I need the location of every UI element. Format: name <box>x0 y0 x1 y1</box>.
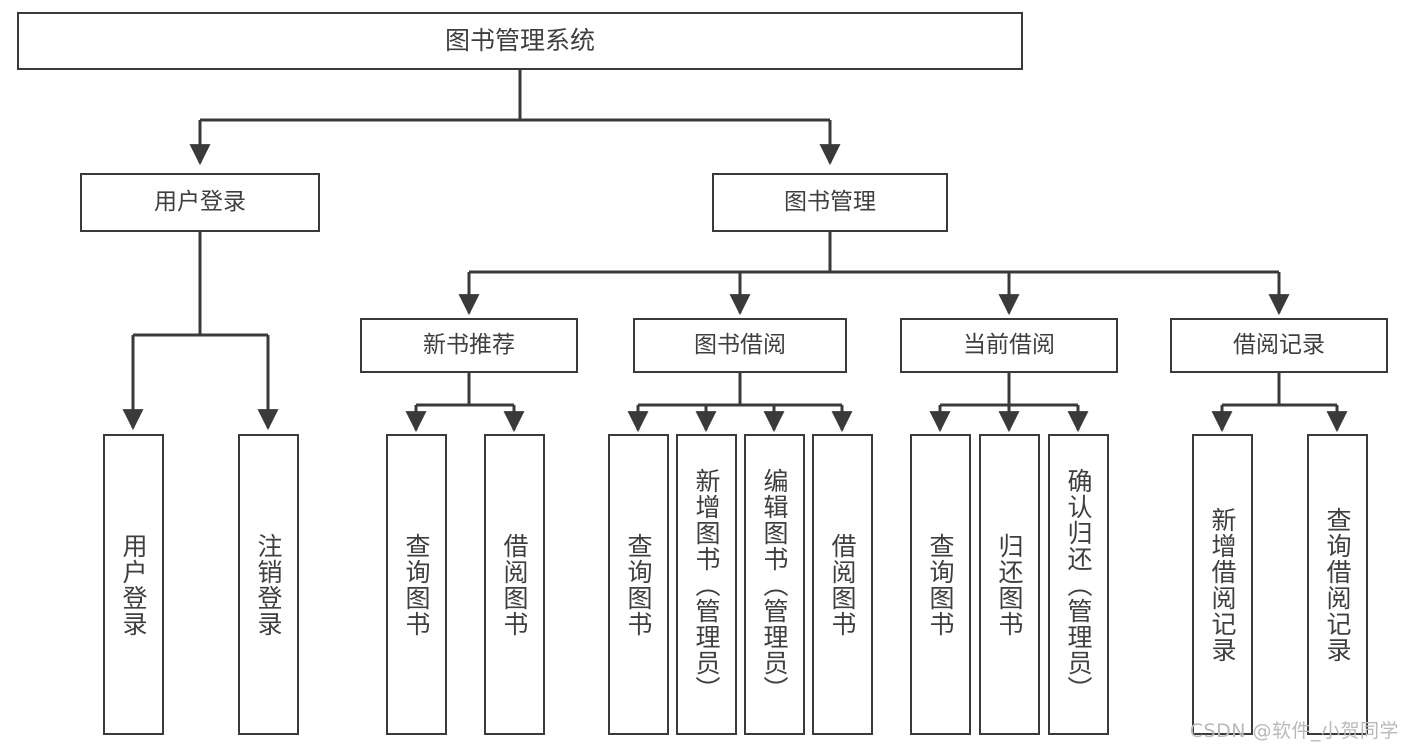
node-label: 当前借阅 <box>963 332 1055 359</box>
node-label: 图书管理系统 <box>444 25 595 55</box>
node-leaf-confirm-return[interactable]: 确认归还（管理员） <box>1048 434 1109 735</box>
csdn-watermark: CSDN @软件_小贺同学 <box>1189 720 1399 742</box>
node-label: 确认归还（管理员） <box>1064 467 1093 702</box>
node-leaf-edit-book[interactable]: 编辑图书（管理员） <box>744 434 805 735</box>
node-label: 注销登录 <box>254 532 283 637</box>
node-label: 新书推荐 <box>423 332 515 359</box>
node-user-login[interactable]: 用户登录 <box>80 173 320 232</box>
node-label: 新增图书（管理员） <box>692 467 721 702</box>
node-current-borrow[interactable]: 当前借阅 <box>900 318 1118 373</box>
node-new-book-recommend[interactable]: 新书推荐 <box>360 318 578 373</box>
node-label: 借阅图书 <box>828 532 857 637</box>
node-label: 用户登录 <box>154 189 246 216</box>
node-label: 图书管理 <box>784 189 876 216</box>
node-borrow-record[interactable]: 借阅记录 <box>1170 318 1388 373</box>
node-leaf-query-book-1[interactable]: 查询图书 <box>386 434 447 735</box>
node-leaf-query-record[interactable]: 查询借阅记录 <box>1307 434 1368 735</box>
node-label: 归还图书 <box>995 532 1024 637</box>
node-label: 新增借阅记录 <box>1208 506 1237 663</box>
node-label: 图书借阅 <box>694 332 786 359</box>
node-leaf-user-login[interactable]: 用户登录 <box>103 434 164 735</box>
node-leaf-borrow-book-2[interactable]: 借阅图书 <box>812 434 873 735</box>
node-book-borrow[interactable]: 图书借阅 <box>633 318 847 373</box>
node-leaf-add-record[interactable]: 新增借阅记录 <box>1192 434 1253 735</box>
node-label: 借阅图书 <box>500 532 529 637</box>
node-label: 查询图书 <box>402 532 431 637</box>
node-label: 用户登录 <box>119 532 148 637</box>
node-leaf-add-book[interactable]: 新增图书（管理员） <box>676 434 737 735</box>
node-leaf-borrow-book-1[interactable]: 借阅图书 <box>484 434 545 735</box>
node-label: 查询借阅记录 <box>1323 506 1352 663</box>
node-label: 查询图书 <box>926 532 955 637</box>
node-book-manage[interactable]: 图书管理 <box>712 173 948 232</box>
node-label: 查询图书 <box>624 532 653 637</box>
node-leaf-query-book-3[interactable]: 查询图书 <box>910 434 971 735</box>
node-leaf-return-book[interactable]: 归还图书 <box>979 434 1040 735</box>
node-leaf-query-book-2[interactable]: 查询图书 <box>608 434 669 735</box>
node-label: 编辑图书（管理员） <box>760 467 789 702</box>
node-root-system[interactable]: 图书管理系统 <box>17 12 1023 70</box>
node-leaf-user-logout[interactable]: 注销登录 <box>238 434 299 735</box>
node-label: 借阅记录 <box>1233 332 1325 359</box>
